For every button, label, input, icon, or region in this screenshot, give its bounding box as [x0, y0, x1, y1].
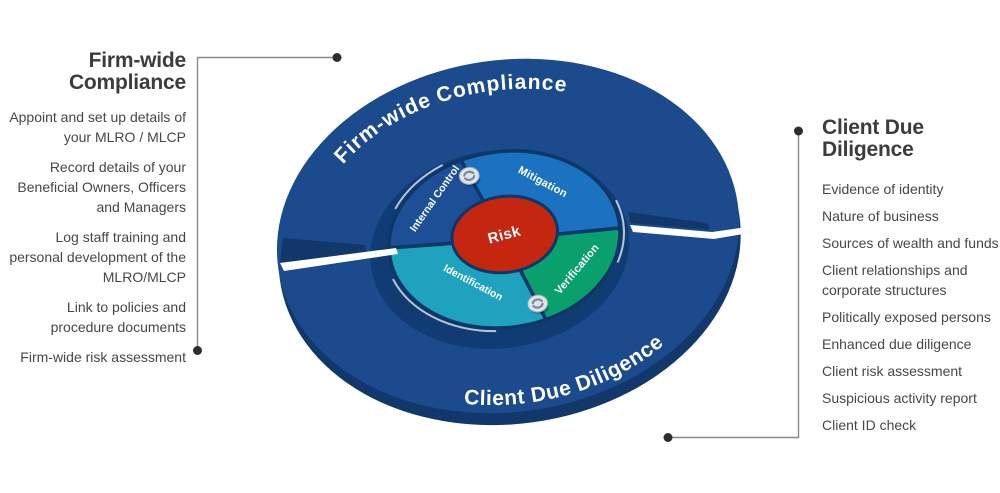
rim-highlight-bottom-left: [392, 278, 497, 333]
right-panel-item-pep: Politically exposed persons: [822, 309, 991, 325]
left-connector-line: [196, 56, 337, 347]
left-panel-item-staff-training: Log staff training and personal developm…: [9, 229, 186, 285]
screw-icon-top-glyph: [463, 170, 476, 181]
right-panel-item-nature: Nature of business: [822, 208, 939, 224]
right-panel-item-relationships: Client relationships and corporate struc…: [822, 262, 968, 298]
right-connector-dot-text: [794, 126, 803, 136]
slit-right-cut-face: [628, 212, 710, 230]
left-panel-item-risk-assessment: Firm-wide risk assessment: [20, 349, 186, 365]
wheel-rim-highlights: [392, 163, 625, 333]
slit-right-gap: [630, 225, 749, 239]
right-panel-item-sources: Sources of wealth and funds: [822, 235, 999, 251]
left-panel-item-beneficial-owners: Record details of your Beneficial Owners…: [17, 159, 186, 215]
left-connector-dot-diagram: [332, 53, 342, 62]
risk-hub: [450, 194, 560, 275]
left-panel-item-policies: Link to policies and procedure documents: [50, 299, 186, 335]
client-due-diligence-panel: Client Due Diligence Evidence of identit…: [822, 117, 1000, 442]
screw-icon-top-head: [458, 166, 480, 185]
compliance-wheel-diagram: Firm-wide Compliance Client Due Diligenc…: [276, 58, 749, 426]
right-connector-dot-diagram: [663, 433, 673, 442]
firm-wide-compliance-panel: Firm-wide Compliance Appoint and set up …: [6, 50, 186, 377]
right-connector-line: [668, 135, 800, 439]
left-panel-heading: Firm-wide Compliance: [68, 49, 186, 94]
rim-highlight-top-left: [394, 163, 444, 210]
right-panel-item-edd: Enhanced due diligence: [822, 336, 972, 352]
right-panel-item-evidence: Evidence of identity: [822, 181, 944, 197]
screw-icon-bottom: [527, 294, 549, 314]
right-panel-item-client-risk: Client risk assessment: [822, 363, 963, 379]
left-panel-item-mlro: Appoint and set up details of your MLRO …: [9, 109, 186, 145]
right-panel-heading: Client Due Diligence: [822, 116, 924, 161]
right-panel-item-sar: Suspicious activity report: [822, 390, 977, 406]
left-connector-dot-text: [193, 346, 202, 355]
screw-icon-top: [458, 166, 481, 187]
screw-icon-bottom-head: [527, 294, 549, 313]
right-panel-item-id-check: Client ID check: [822, 417, 917, 433]
rim-highlight-right: [615, 199, 625, 263]
screw-icon-bottom-glyph: [531, 298, 544, 309]
slit-left-gap: [280, 248, 398, 271]
